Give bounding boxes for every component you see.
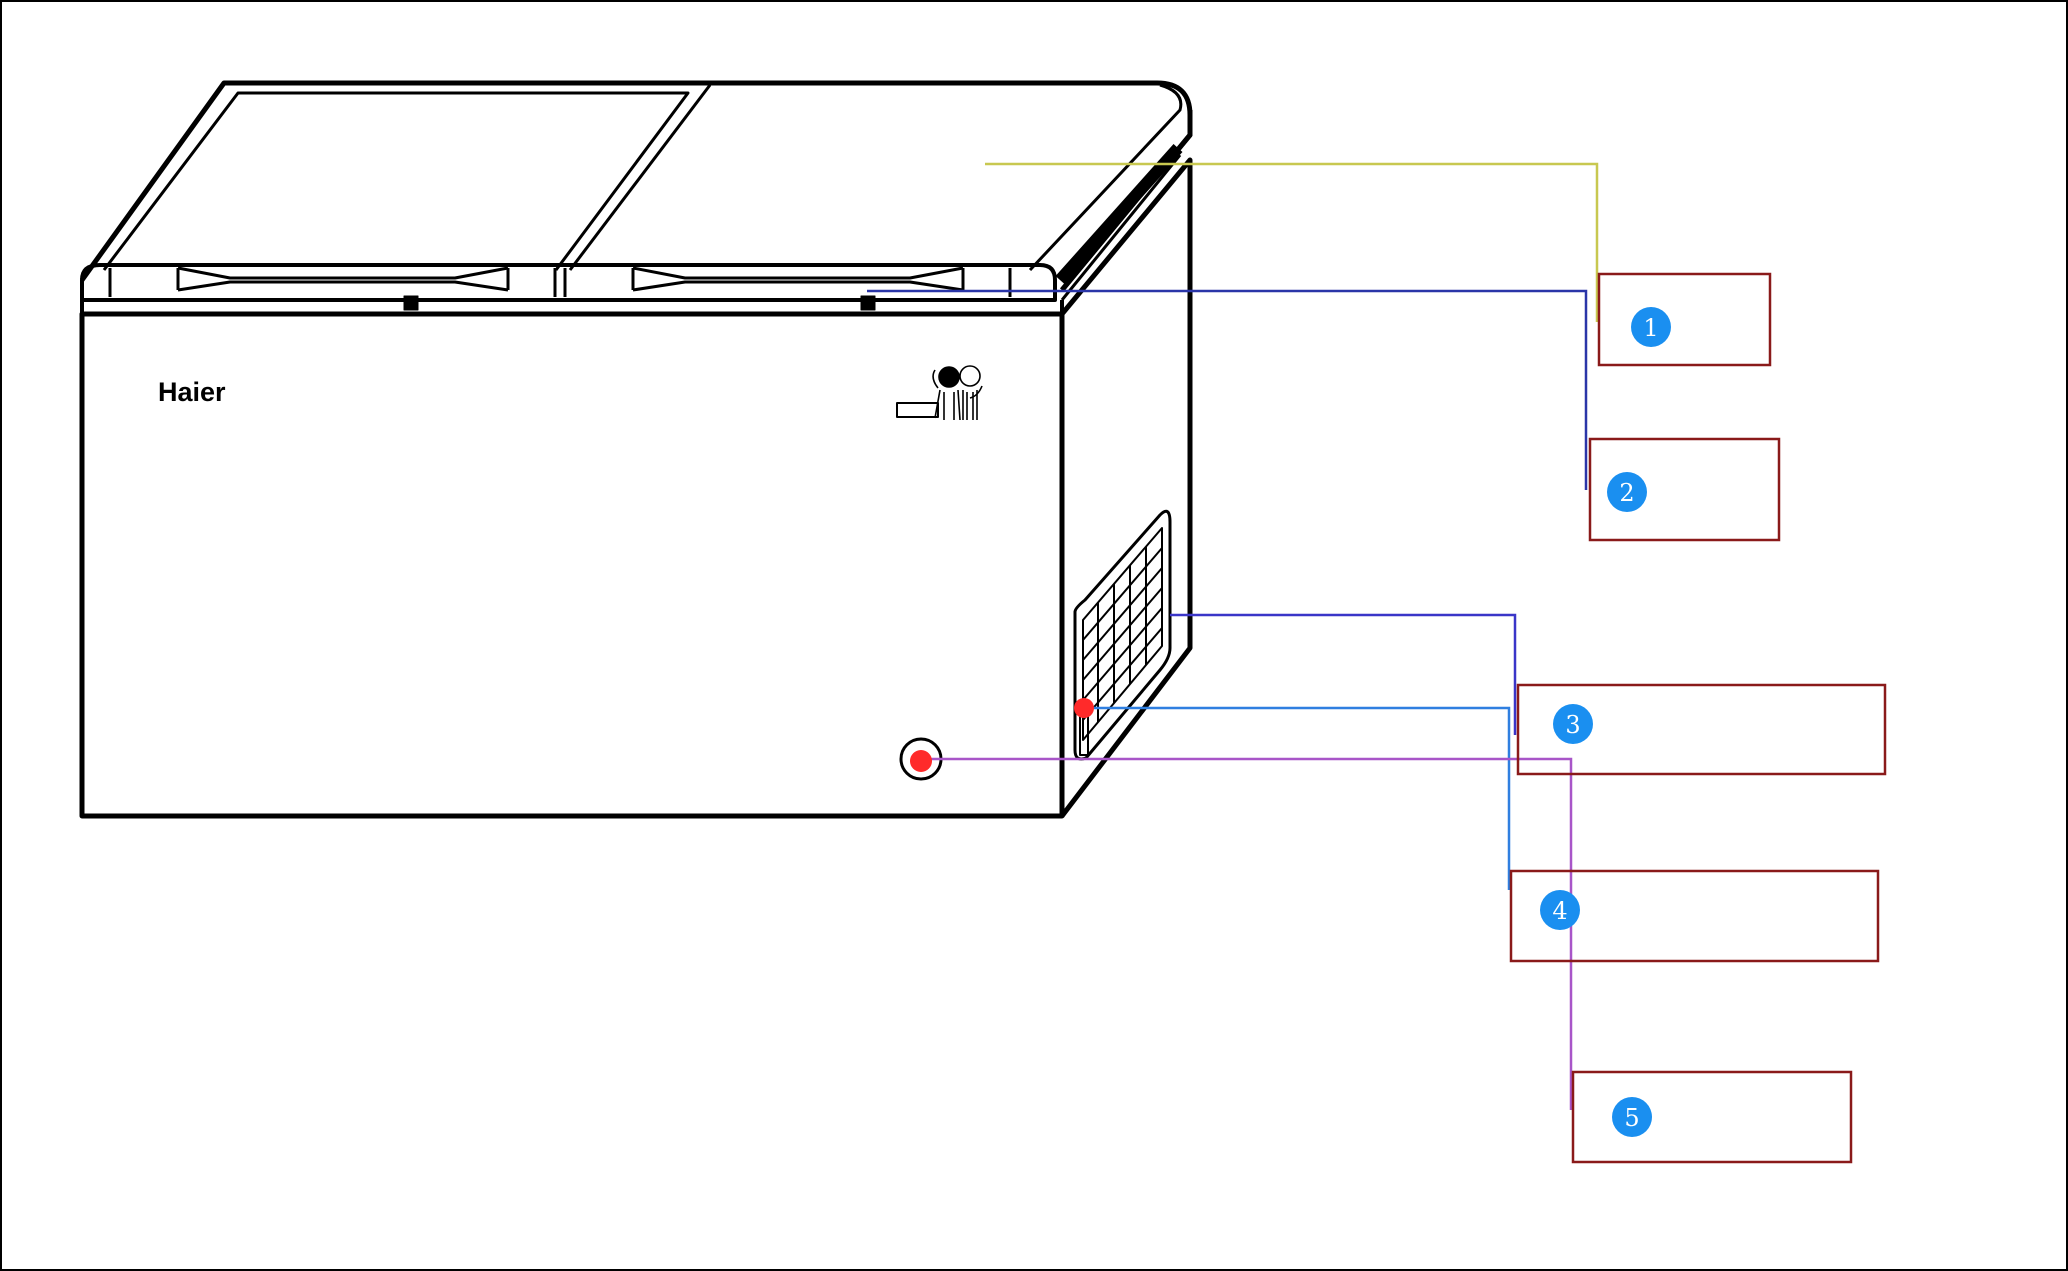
callout-box-2	[1588, 437, 1781, 542]
lid-divider	[568, 84, 712, 271]
leader-line-2	[867, 289, 1588, 490]
badge-5-number: 5	[1624, 1104, 1639, 1132]
badge-1	[1631, 307, 1671, 347]
right-handle	[632, 266, 964, 292]
cabinet-side	[1060, 157, 1193, 818]
chest-freezer	[79, 80, 1193, 819]
left-lid-panel	[102, 91, 690, 271]
badge-4-number: 4	[1552, 897, 1567, 925]
number-badges: 1 2 3 4 5	[1540, 307, 1671, 1137]
callout-box-3	[1516, 683, 1887, 776]
callout-box-4	[1509, 869, 1880, 963]
badge-4	[1540, 890, 1580, 930]
brand-logo: Haier	[158, 377, 226, 407]
lid-side-shadow	[1055, 144, 1183, 284]
badge-3-number: 3	[1565, 711, 1580, 739]
vent-marker-dot	[1074, 698, 1094, 718]
badge-5	[1612, 1097, 1652, 1137]
badge-2-number: 2	[1619, 479, 1634, 507]
callout-boxes	[1509, 272, 1887, 1164]
lid-outline	[79, 80, 1193, 292]
cabinet-front	[79, 311, 1065, 819]
callout-box-1	[1597, 272, 1772, 367]
leader-line-5	[921, 757, 1573, 1110]
model-label-plate	[896, 402, 939, 418]
leader-line-4	[1084, 706, 1511, 890]
leader-line-1	[985, 162, 1599, 322]
badge-3	[1553, 704, 1593, 744]
leader-lines	[867, 162, 1599, 1110]
right-lock-clip	[860, 295, 876, 311]
badge-1-number: 1	[1643, 314, 1658, 342]
right-lid-edge	[1028, 83, 1183, 272]
callout-box-5	[1571, 1070, 1853, 1164]
left-lock-clip	[403, 295, 419, 311]
lid-front-strip	[80, 263, 1057, 302]
badge-2	[1607, 472, 1647, 512]
mascot-icon	[932, 365, 983, 421]
drain-marker-dot	[910, 750, 932, 772]
leader-line-3	[1170, 613, 1517, 735]
left-handle	[177, 266, 509, 292]
